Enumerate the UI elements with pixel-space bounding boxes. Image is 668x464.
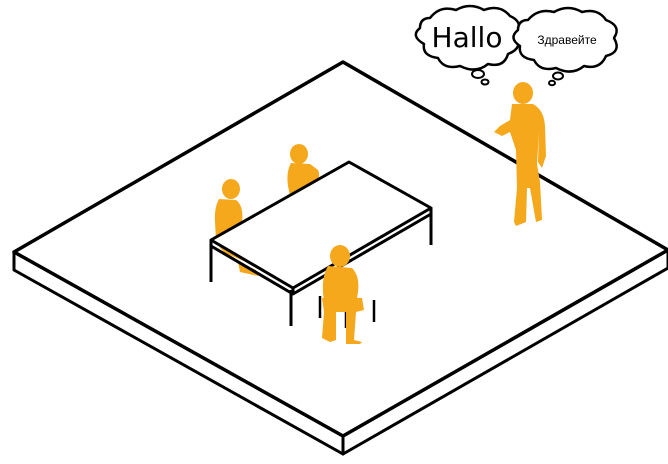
seated-person-front: [318, 245, 376, 344]
speech-bubble-hallo: Hallo: [414, 4, 521, 86]
speech-bubble-zdraveyte-text: Здравейте: [537, 33, 597, 47]
table: [209, 160, 433, 326]
speech-bubble-zdraveyte: Здравейте: [512, 6, 618, 87]
standing-person: [494, 82, 546, 226]
speech-bubble-hallo-text: Hallo: [432, 21, 503, 54]
seated-person-back: [287, 144, 320, 196]
